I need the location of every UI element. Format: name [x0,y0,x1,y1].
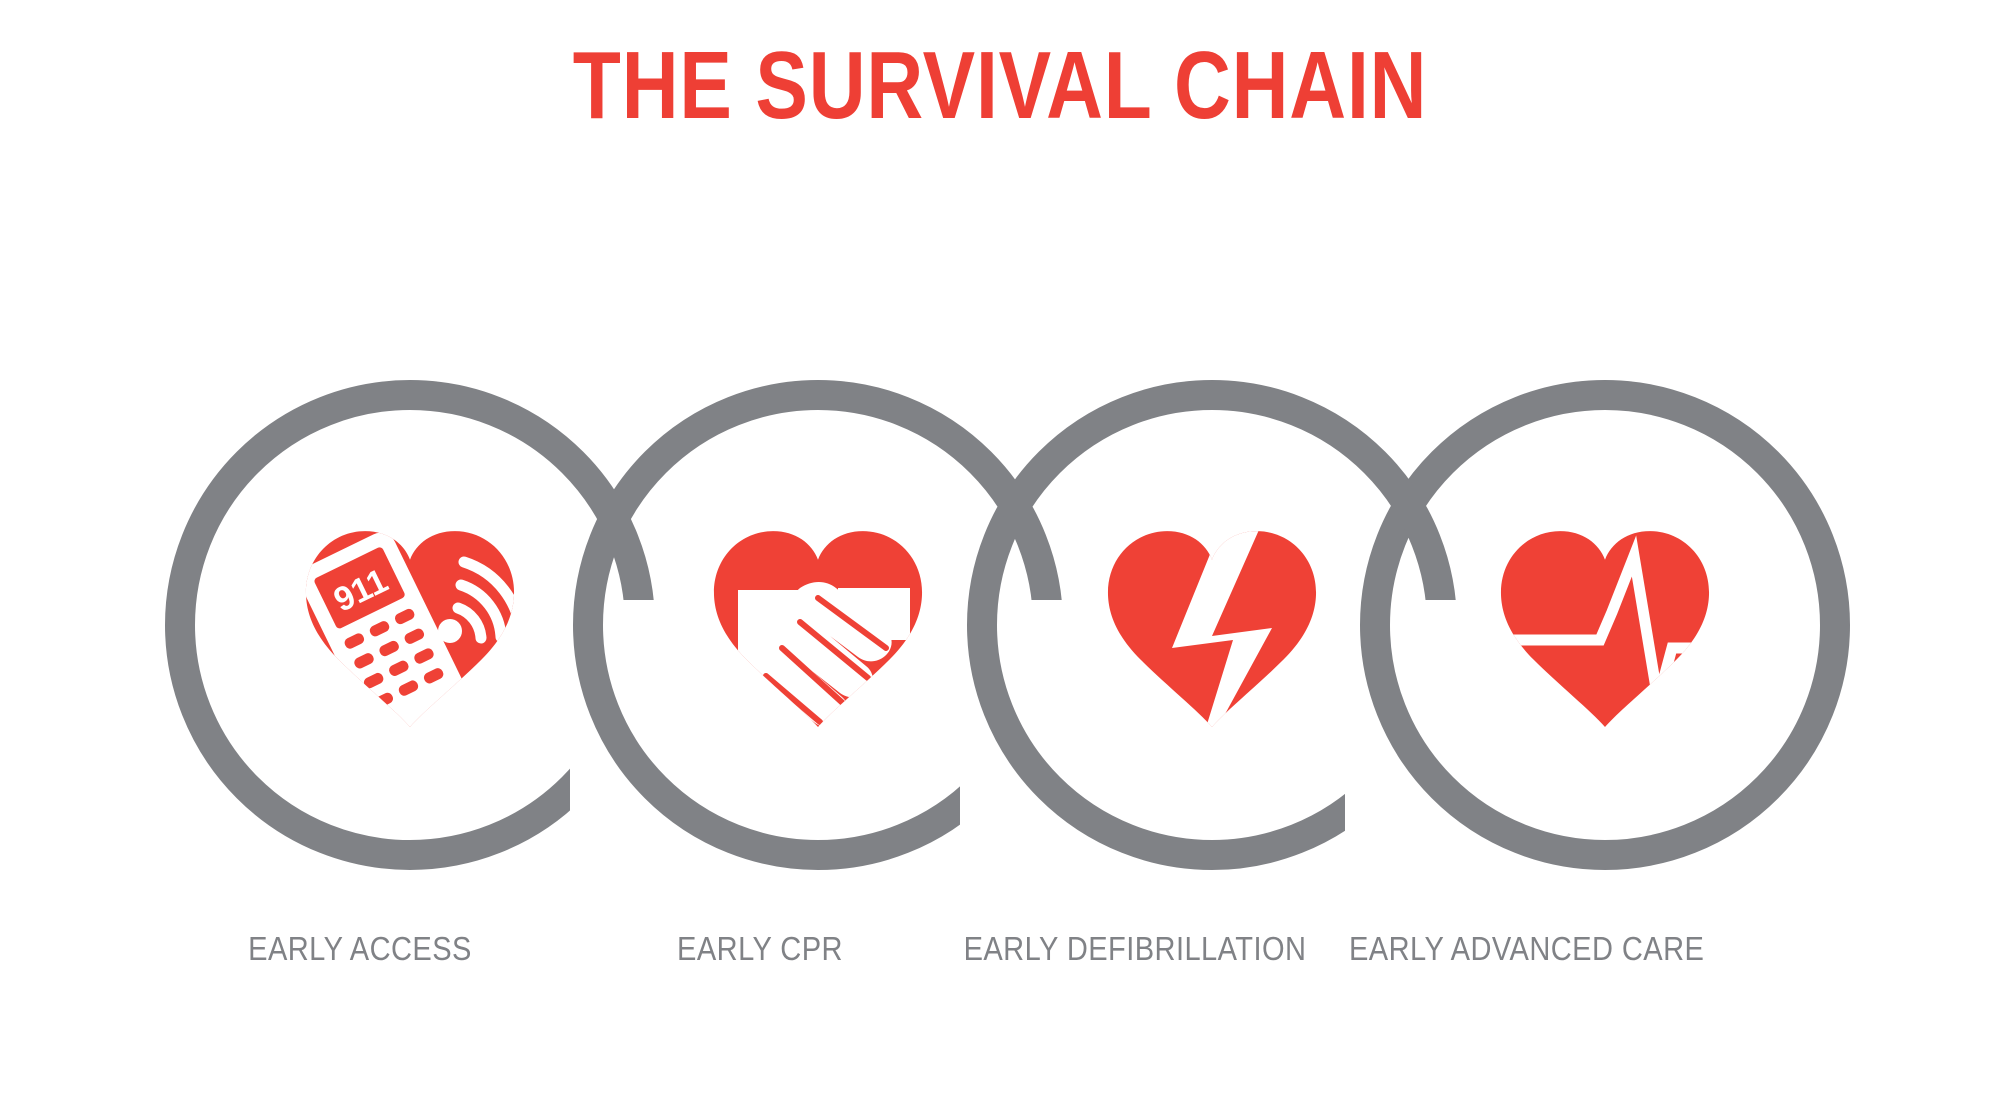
ring-early-defibrillation [967,380,1457,870]
phone-keypad [344,608,444,709]
signal-dot [438,619,462,643]
icon-early-defibrillation [1107,531,1317,762]
label-early-cpr: EARLY CPR [677,930,843,967]
heart-lightning-bolt-icon [1172,531,1272,762]
label-row: EARLY ACCESS EARLY CPR EARLY DEFIBRILLAT… [0,930,2000,1000]
heart-crack [1198,730,1214,762]
icon-early-advanced-care [1500,531,1710,727]
label-early-defibrillation: EARLY DEFIBRILLATION [963,930,1307,967]
heart-phone-911-icon: 911 [305,532,515,727]
ring-early-access [165,380,655,870]
icon-early-cpr [713,531,923,727]
lightning-bolt [1172,531,1272,727]
phone-signal-waves [438,556,515,644]
ring-early-cpr [573,380,1063,870]
label-early-access: EARLY ACCESS [248,930,472,967]
page-title: THE SURVIVAL CHAIN [572,32,1428,139]
icon-early-access: 911 [305,531,515,727]
ring-group [165,380,1850,870]
ring-early-advanced-care [1360,380,1850,870]
title-container: THE SURVIVAL CHAIN [0,0,2000,160]
heart-handshake-icon [738,582,910,727]
phone-screen [314,547,405,629]
phone-antenna [305,559,309,597]
label-early-advanced-care: EARLY ADVANCED CARE [1349,930,1705,967]
